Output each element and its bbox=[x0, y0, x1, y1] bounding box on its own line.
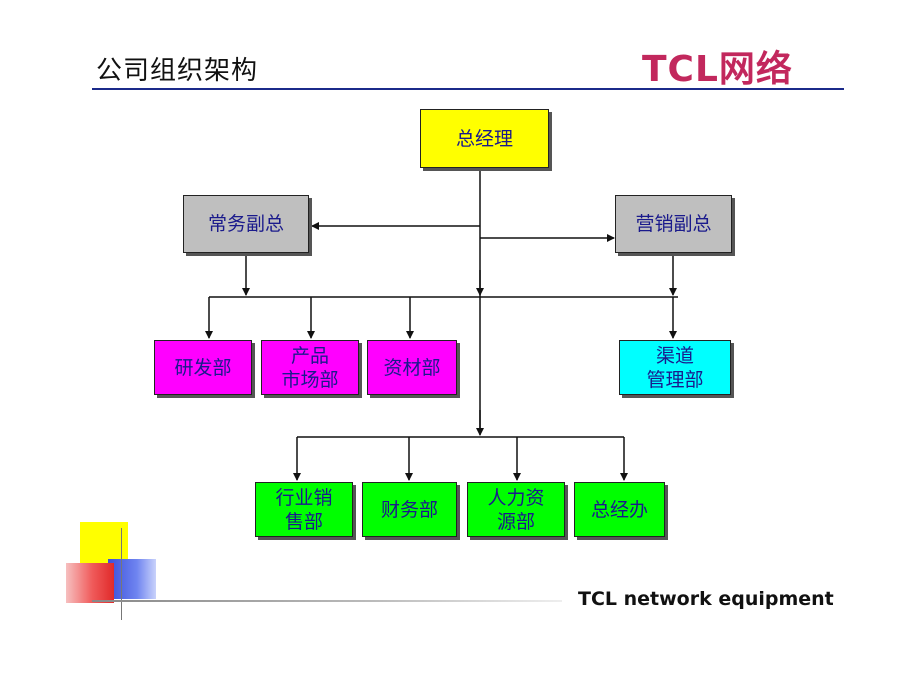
title-underline bbox=[92, 88, 844, 90]
node-label: 总经理 bbox=[455, 127, 513, 150]
node-label: 产品 市场部 bbox=[281, 344, 339, 391]
node-general-manager: 总经理 bbox=[420, 109, 549, 168]
decor-blue-square bbox=[108, 559, 156, 599]
node-industry-sales-dept: 行业销 售部 bbox=[255, 482, 353, 537]
node-label: 人力资 源部 bbox=[487, 486, 545, 533]
decor-horizontal-line bbox=[92, 600, 562, 602]
node-marketing-deputy: 营销副总 bbox=[615, 195, 732, 253]
node-label: 总经办 bbox=[590, 498, 648, 521]
node-materials-dept: 资材部 bbox=[367, 340, 457, 395]
node-finance-dept: 财务部 bbox=[362, 482, 457, 537]
page-title: 公司组织架构 bbox=[96, 56, 259, 86]
footer-brand-text: TCL network equipment bbox=[578, 588, 834, 610]
tcl-logo: TCL网络 bbox=[642, 49, 793, 90]
node-label: 财务部 bbox=[380, 498, 438, 521]
node-label: 常务副总 bbox=[207, 213, 284, 235]
node-label: 渠道 管理部 bbox=[646, 344, 704, 391]
node-hr-dept: 人力资 源部 bbox=[467, 482, 565, 537]
node-rd-dept: 研发部 bbox=[154, 340, 252, 395]
node-executive-deputy: 常务副总 bbox=[183, 195, 309, 253]
node-label: 营销副总 bbox=[635, 213, 712, 235]
node-label: 研发部 bbox=[174, 356, 232, 379]
decor-red-square bbox=[66, 563, 114, 603]
node-gm-office: 总经办 bbox=[574, 482, 665, 537]
decor-vertical-line bbox=[121, 528, 122, 620]
node-label: 资材部 bbox=[383, 356, 441, 379]
node-channel-management-dept: 渠道 管理部 bbox=[619, 340, 731, 395]
node-label: 行业销 售部 bbox=[275, 486, 333, 533]
node-product-marketing-dept: 产品 市场部 bbox=[261, 340, 359, 395]
